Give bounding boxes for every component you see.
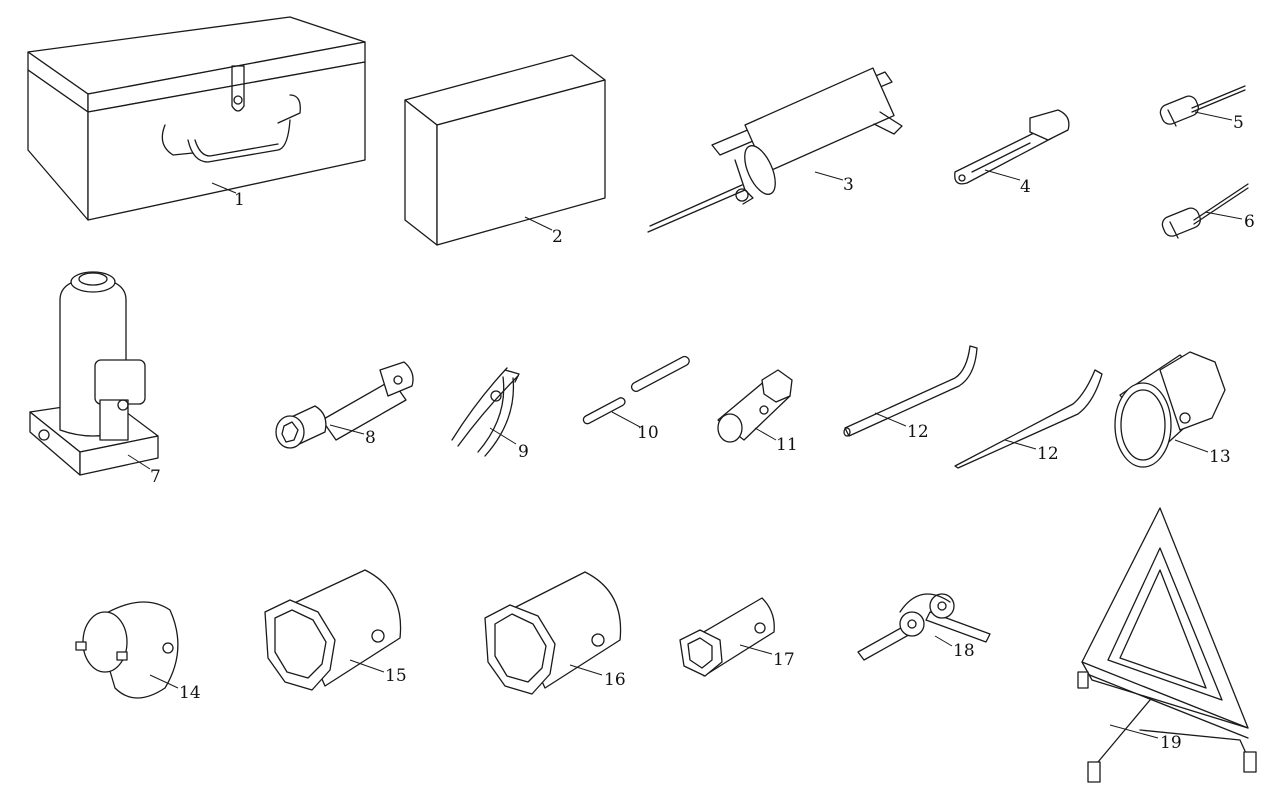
leader-12a [874, 412, 907, 427]
leader-19 [1109, 724, 1159, 739]
leader-10 [611, 411, 641, 428]
callout-1: 1 [234, 190, 245, 210]
callout-2: 2 [552, 227, 563, 247]
octagon-socket-15-drawing [264, 569, 402, 691]
box-spanner-17-drawing [679, 597, 775, 677]
callout-11: 11 [776, 435, 798, 455]
callout-18: 18 [953, 641, 975, 661]
bottle-jack-drawing [29, 271, 159, 476]
adjustable-wrench-drawing [954, 109, 1070, 185]
leader-18 [934, 635, 953, 647]
tool-box-drawing [27, 16, 366, 221]
callout-5: 5 [1233, 113, 1244, 133]
octagon-socket-16-drawing [484, 571, 622, 695]
leader-12b [1004, 439, 1037, 450]
leader-1 [211, 182, 237, 194]
leader-9 [489, 427, 517, 445]
pliers-drawing [451, 367, 520, 457]
callout-14: 14 [179, 683, 201, 703]
leader-5 [1194, 111, 1233, 121]
screwdriver-5-drawing [1159, 85, 1246, 127]
callout-17: 17 [773, 650, 795, 670]
leader-13 [1174, 439, 1209, 453]
socket-wrench-8-drawing [275, 361, 414, 449]
callout-16: 16 [604, 670, 626, 690]
leader-11 [754, 427, 777, 441]
hub-socket-14-drawing [75, 601, 179, 699]
leader-7 [127, 454, 151, 470]
callout-12a: 12 [907, 422, 929, 442]
callout-19: 19 [1160, 733, 1182, 753]
leader-16 [569, 664, 603, 676]
callout-3: 3 [843, 175, 854, 195]
callout-7: 7 [150, 467, 161, 487]
storage-box-drawing [404, 54, 606, 246]
callout-10: 10 [637, 423, 659, 443]
leader-8 [329, 424, 365, 435]
leader-17 [739, 644, 773, 655]
leader-4 [984, 169, 1021, 181]
leader-15 [349, 659, 385, 673]
leader-2 [524, 216, 553, 231]
lever-bar-b-drawing [954, 369, 1103, 469]
callout-12b: 12 [1037, 444, 1059, 464]
callout-15: 15 [385, 666, 407, 686]
keys-drawing [857, 593, 991, 661]
leader-3 [814, 171, 844, 181]
callout-4: 4 [1020, 177, 1031, 197]
leader-14 [149, 674, 179, 689]
callout-6: 6 [1244, 212, 1255, 232]
leader-lines [127, 111, 1243, 739]
screwdriver-6-drawing [1161, 183, 1249, 239]
tommy-bars-drawing [582, 355, 690, 425]
leader-6 [1204, 211, 1243, 220]
callout-13: 13 [1209, 447, 1231, 467]
callout-8: 8 [365, 428, 376, 448]
lever-bar-a-drawing [843, 345, 978, 437]
warning-triangle-drawing [1077, 507, 1257, 783]
box-spanner-11-drawing [717, 369, 793, 443]
callout-9: 9 [518, 442, 529, 462]
callout-labels: 1 2 3 4 5 6 7 8 9 10 11 12 12 13 14 15 1… [150, 113, 1255, 753]
grease-gun-drawing [647, 67, 903, 233]
wheel-socket-13-drawing [1114, 351, 1226, 468]
